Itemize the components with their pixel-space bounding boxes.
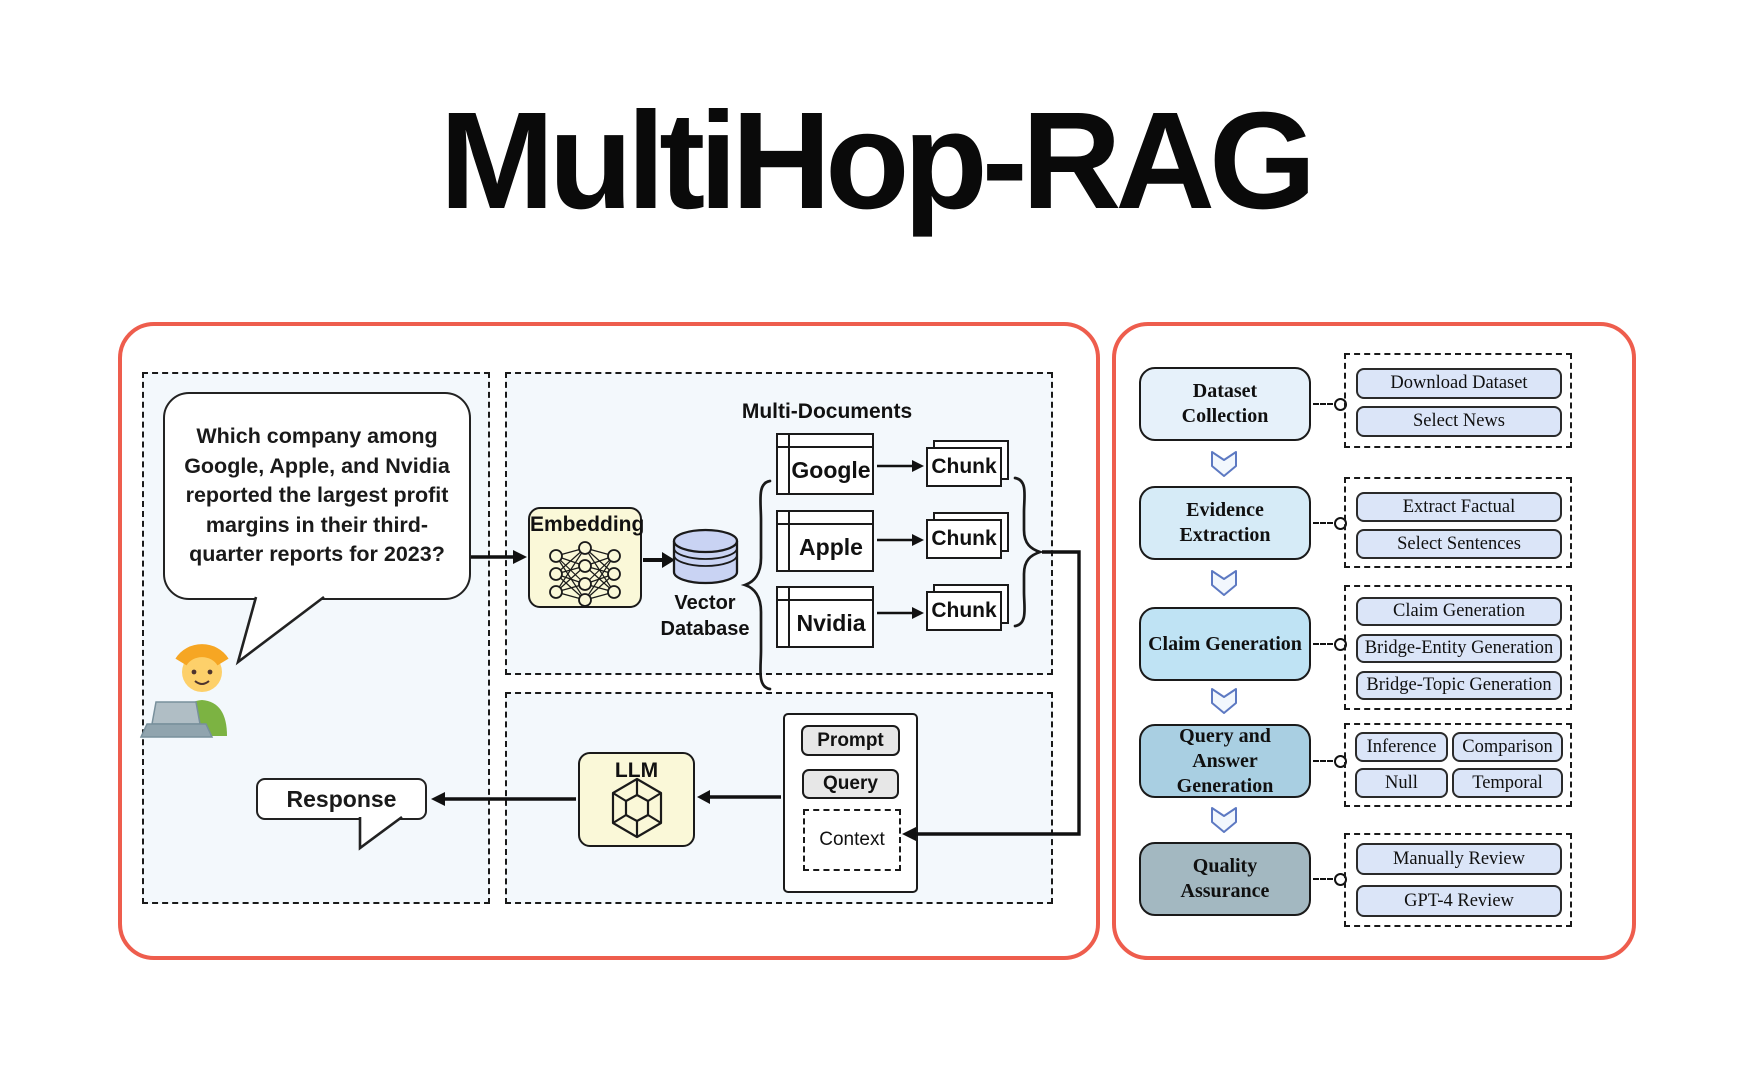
task-group-4 (1344, 723, 1572, 807)
step-connector-line (1313, 760, 1333, 762)
task-pill-claim-generation: Claim Generation (1356, 597, 1562, 626)
task-pill-temporal: Temporal (1452, 768, 1563, 798)
task-pill-inference: Inference (1355, 732, 1448, 762)
task-pill-extract-factual: Extract Factual (1356, 492, 1562, 522)
embedding-label: Embedding (530, 513, 645, 536)
step-dataset-collection: Dataset Collection (1139, 367, 1311, 441)
task-pill-select-sentences: Select Sentences (1356, 529, 1562, 559)
connector-circle-icon (1334, 872, 1347, 886)
task-group-3 (1344, 585, 1572, 710)
step-quality-assurance: Quality Assurance (1139, 842, 1311, 916)
task-group-2 (1344, 477, 1572, 568)
task-pill-bridge-topic-generation: Bridge-Topic Generation (1356, 671, 1562, 700)
prompt-box: Prompt (801, 725, 900, 756)
step-evidence-extraction: Evidence Extraction (1139, 486, 1311, 560)
chunk-box: Chunk (926, 447, 1002, 487)
page-title: MultiHop-RAG (439, 84, 1317, 238)
document-box-apple: Apple (776, 510, 874, 572)
document-label: Apple (799, 534, 863, 560)
document-label: Nvidia (796, 610, 866, 636)
task-group-1 (1344, 353, 1572, 448)
document-side-strip (778, 512, 790, 570)
down-chevron-icon (1211, 569, 1237, 597)
connector-circle-icon (1334, 754, 1347, 768)
task-group-5 (1344, 833, 1572, 927)
context-box: Context (803, 809, 901, 871)
document-header-strip (778, 588, 872, 601)
down-chevron-icon (1211, 450, 1237, 478)
task-pill-bridge-entity-generation: Bridge-Entity Generation (1356, 634, 1562, 663)
query-box: Query (802, 769, 899, 799)
question-speech-bubble: Which company among Google, Apple, and N… (163, 392, 471, 600)
task-pill-manually-review: Manually Review (1356, 843, 1562, 875)
llm-label: LLM (614, 759, 659, 782)
connector-circle-icon (1334, 516, 1347, 530)
multi-documents-label: Multi-Documents (741, 400, 913, 423)
down-chevron-icon (1211, 806, 1237, 834)
document-side-strip (778, 588, 790, 646)
step-connector-line (1313, 878, 1333, 880)
connector-circle-icon (1334, 397, 1347, 411)
step-connector-line (1313, 403, 1333, 405)
question-text: Which company among Google, Apple, and N… (184, 423, 450, 567)
step-claim-generation: Claim Generation (1139, 607, 1311, 681)
step-connector-line (1313, 522, 1333, 524)
chunk-box: Chunk (926, 519, 1002, 559)
document-header-strip (778, 512, 872, 525)
document-label: Google (791, 457, 871, 483)
task-pill-gpt-4-review: GPT-4 Review (1356, 885, 1562, 917)
connector-circle-icon (1334, 637, 1347, 651)
vector-db-label: Vector Database (660, 592, 750, 640)
task-pill-download-dataset: Download Dataset (1356, 368, 1562, 399)
llm-module: LLM (578, 752, 695, 847)
step-query-and-answer-generation: Query and Answer Generation (1139, 724, 1311, 798)
document-box-nvidia: Nvidia (776, 586, 874, 648)
task-pill-comparison: Comparison (1452, 732, 1563, 762)
document-box-google: Google (776, 433, 874, 495)
embedding-module: Embedding (528, 507, 645, 608)
task-pill-null: Null (1355, 768, 1448, 798)
down-chevron-icon (1211, 687, 1237, 715)
document-header-strip (778, 435, 872, 448)
chunk-box: Chunk (926, 591, 1002, 631)
document-side-strip (778, 435, 790, 493)
step-connector-line (1313, 643, 1333, 645)
response-speech-bubble: Response (256, 778, 427, 820)
task-pill-select-news: Select News (1356, 406, 1562, 437)
